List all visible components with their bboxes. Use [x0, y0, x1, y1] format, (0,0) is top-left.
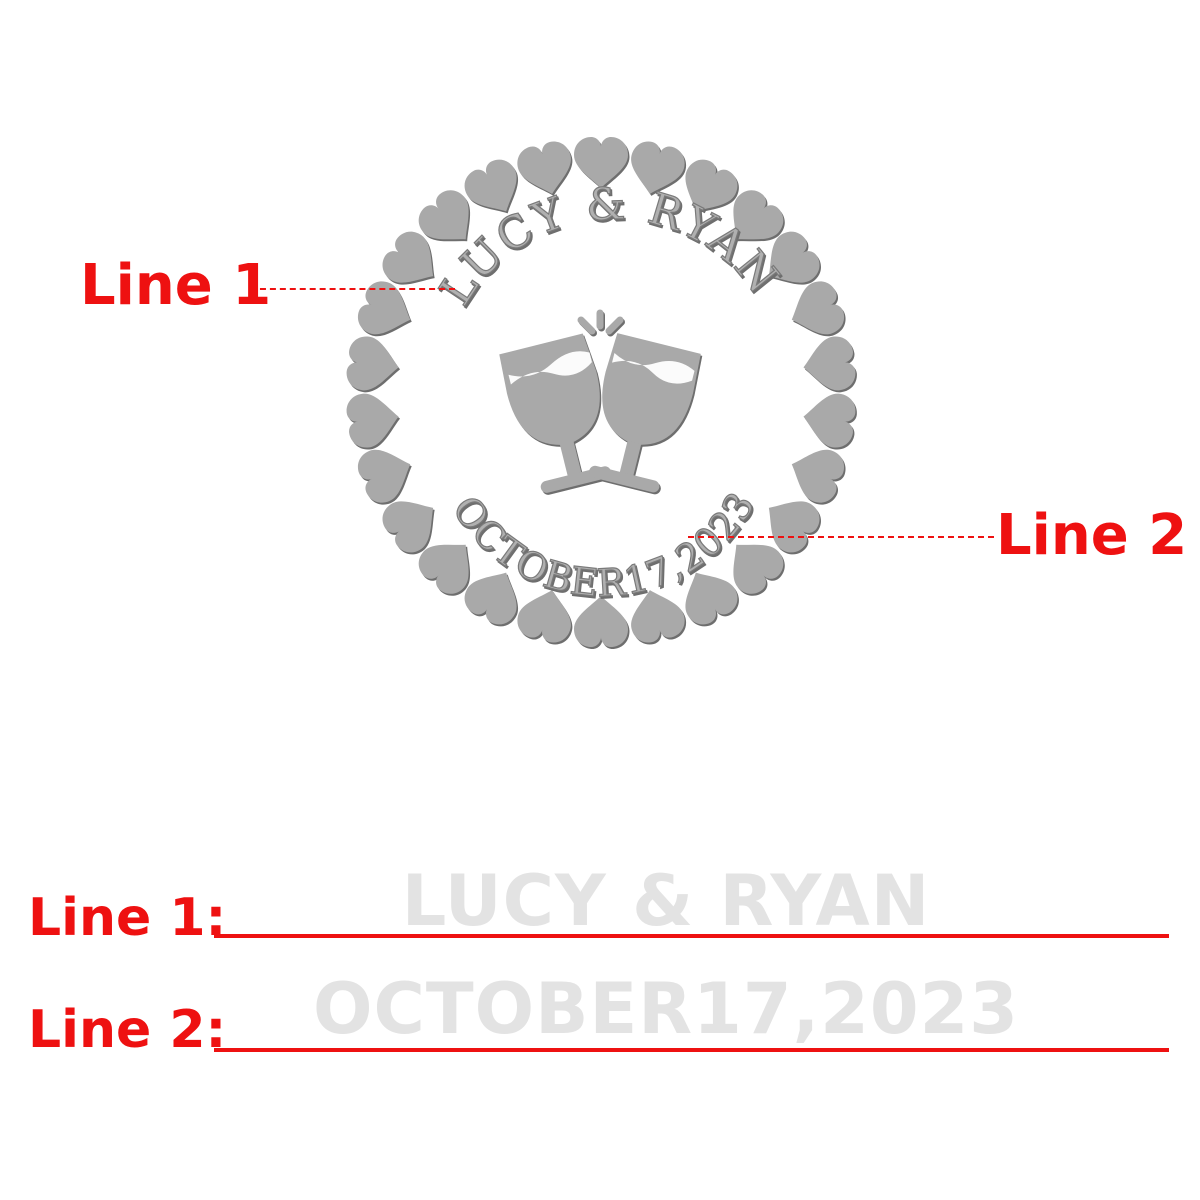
heart-icon: [768, 231, 820, 283]
heart-icon: [685, 159, 738, 212]
toasting-wine-glasses-icon: [499, 309, 701, 493]
line1-field-label: Line 1:: [28, 888, 227, 948]
callout-line1-leader: [250, 288, 455, 290]
line2-field-value[interactable]: OCTOBER17,2023: [312, 968, 1020, 1050]
heart-icon: [574, 137, 628, 188]
line1-field-value[interactable]: LUCY & RYAN: [401, 860, 931, 942]
heart-icon: [631, 141, 685, 194]
line1-field-rule: [214, 934, 1169, 938]
heart-icon: [733, 544, 784, 594]
heart-icon: [517, 141, 571, 194]
heart-icon: [464, 572, 517, 625]
heart-icon: [803, 393, 856, 448]
heart-icon: [517, 590, 571, 643]
heart-icon: [418, 190, 469, 240]
heart-icon: [357, 281, 411, 335]
callout-line2-leader: [688, 536, 994, 538]
line2-field-rule: [214, 1048, 1169, 1052]
heart-icon: [464, 159, 517, 212]
heart-icon: [382, 501, 434, 553]
heart-icon: [733, 190, 784, 240]
heart-icon: [418, 544, 469, 594]
heart-icon: [803, 336, 856, 391]
callout-line1-label: Line 1: [80, 253, 272, 318]
heart-icon: [346, 336, 399, 391]
callout-line2-label: Line 2: [996, 503, 1188, 568]
heart-icon: [791, 281, 845, 335]
heart-icon: [791, 449, 845, 503]
heart-icon: [631, 590, 685, 643]
heart-icon: [357, 449, 411, 503]
heart-ring: [346, 137, 856, 647]
heart-icon: [346, 393, 399, 448]
line2-field-label: Line 2:: [28, 1000, 227, 1060]
heart-icon: [768, 501, 820, 553]
heart-icon: [382, 231, 434, 283]
heart-icon: [685, 572, 738, 625]
heart-icon: [574, 596, 628, 647]
